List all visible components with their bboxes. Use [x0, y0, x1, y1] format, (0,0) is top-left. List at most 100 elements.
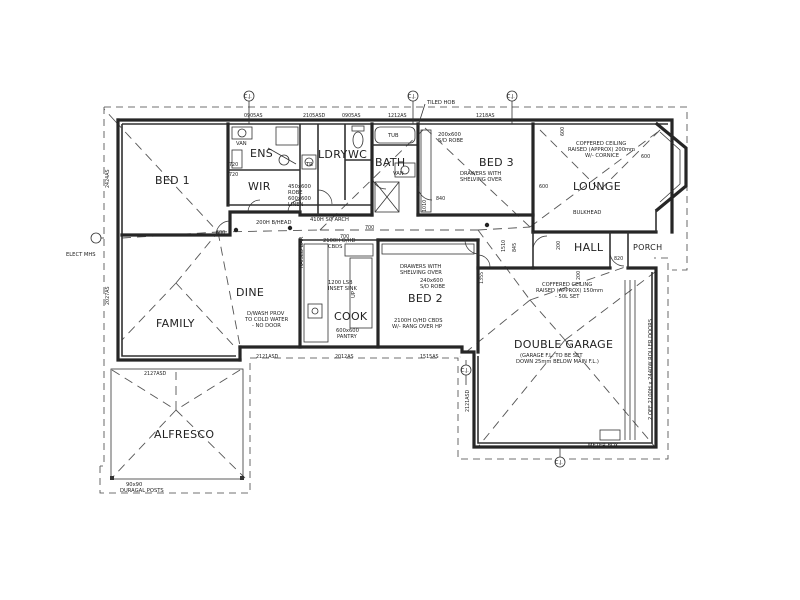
note-coffered-garage-b: RAISED (APPROX) 150mm — [536, 288, 603, 294]
note-oh-a: 2100H O/HD — [323, 238, 355, 244]
room-wc: WC — [348, 148, 367, 161]
dim-720a: 720 — [229, 162, 238, 168]
grid-marker-5 — [554, 456, 566, 468]
note-meter-box: METER BOX — [588, 443, 619, 449]
room-porch: PORCH — [633, 243, 662, 252]
note-rebate-a: 450x600 — [288, 184, 311, 190]
note-dwash-b: TO COLD WATER — [244, 317, 289, 323]
note-drawers2a: DRAWERS WITH — [400, 264, 441, 270]
note-oh-cook-a: 2100H O/HD CBDS — [394, 318, 443, 324]
dim-bot-3: 1515AS — [420, 354, 439, 360]
note-coffered-lounge-c: W/- CORNICE — [585, 153, 619, 159]
internal-walls — [120, 122, 658, 354]
note-robe2b: S/D ROBE — [420, 284, 445, 290]
dim-left-1: 2424AS — [105, 169, 111, 188]
room-family: FAMILY — [156, 317, 195, 330]
note-rebate-b: ROBE — [288, 190, 303, 196]
grid-marker-3 — [506, 90, 518, 102]
note-coffered-garage-a: COFFERED CEILING — [542, 282, 592, 288]
room-cook: COOK — [334, 310, 368, 323]
room-alfresco: ALFRESCO — [154, 428, 214, 441]
grid-marker-1-label: C.J. — [244, 94, 252, 100]
note-oh-b: CBDS — [328, 244, 342, 250]
dim-left-2: 2027AS — [105, 286, 111, 305]
note-posts-b: DURAGAL POSTS — [120, 488, 164, 494]
room-ldry: LDRY — [318, 148, 347, 161]
grid-marker-2 — [407, 90, 419, 102]
room-bed2: BED 2 — [408, 292, 443, 305]
grid-markers: C.J. C.J. C.J. C.J. C.J. — [90, 90, 566, 468]
dim-600c: 600 — [641, 154, 650, 160]
note-sink-a: 1200 LSB — [328, 280, 353, 286]
room-bath: BATH — [375, 156, 405, 169]
dim-top-5: 1218AS — [476, 113, 495, 119]
room-ens: ENS — [250, 147, 273, 160]
room-labels: BED 1 ENS WIR LDRY WC BATH BED 3 LOUNGE … — [154, 147, 662, 441]
dimensions: 0905AS 2105ASD 0905AS 1212AS 1218AS 2424… — [105, 113, 650, 412]
note-garage-fl-a: (GARAGE F.L. TO BE SET — [520, 353, 583, 359]
elect-meter-marker — [90, 232, 102, 244]
external-walls — [116, 118, 688, 449]
dim-700a: 700 — [365, 225, 374, 231]
annotation-notes: TILED HOB VAN TUB VAN TR 200x600 S/D ROB… — [66, 100, 654, 494]
dim-600b: 600 — [539, 184, 548, 190]
grid-marker-5-label: C.J. — [555, 460, 563, 466]
dim-845: 845 — [512, 243, 518, 252]
note-van-ens: VAN — [236, 141, 247, 147]
note-roller-doors: 2 OFF 2100H x 2440W ROLLER DOORS — [648, 319, 654, 420]
note-linen-a: 600x600 — [288, 196, 311, 202]
note-robe2a: 240x600 — [420, 278, 443, 284]
room-hall: HALL — [574, 241, 604, 254]
note-van-bath: VAN — [393, 171, 404, 177]
dim-1010: 1010 — [422, 200, 428, 212]
note-pantry-a: 600x600 — [336, 328, 359, 334]
dim-600: 600 — [216, 230, 225, 236]
dim-top-1: 0905AS — [244, 113, 263, 119]
note-coffered-garage-c: - 50L SET — [555, 294, 580, 300]
grid-marker-4-label: C.J. — [461, 368, 469, 374]
dim-700b: 700 — [340, 234, 349, 240]
dim-garage: 2121ASD — [465, 389, 471, 412]
dim-720b: 720 — [229, 172, 238, 178]
note-linen-b: LINEN — [288, 202, 304, 208]
dim-200a: 200 — [556, 241, 562, 250]
roof-outline — [99, 106, 688, 494]
dim-top-2: 2105ASD — [303, 113, 326, 119]
note-dwash-c: - NO DOOR — [252, 323, 281, 329]
note-pantry-b: PANTRY — [337, 334, 358, 340]
note-drawers2b: SHELVING OVER — [400, 270, 442, 276]
note-tiled-hob: TILED HOB — [426, 100, 455, 106]
note-tr: TR — [305, 162, 313, 168]
note-robe3: 200x600 — [438, 132, 461, 138]
room-wir: WIR — [248, 180, 271, 193]
note-elect: ELECT MHS — [66, 252, 96, 258]
note-posts-a: 90x90 — [126, 482, 142, 488]
dim-820: 820 — [614, 256, 623, 262]
note-oh-cook-b: W/- RANG OVER HP — [392, 324, 442, 330]
dim-bot-1: 2121ASD — [256, 354, 279, 360]
grid-marker-1 — [243, 90, 255, 102]
note-coffered-lounge-b: RAISED (APPROX) 200mm — [568, 147, 635, 153]
note-bulkhead: BULKHEAD — [573, 210, 601, 216]
dim-1510: 1510 — [501, 240, 507, 252]
note-tub: TUB — [387, 133, 399, 139]
note-sink-b: INSET SINK — [328, 286, 358, 292]
doors — [215, 174, 625, 268]
note-dwash-a: D/WASH PROV — [247, 311, 285, 317]
grid-marker-4 — [460, 364, 472, 376]
room-garage: DOUBLE GARAGE — [514, 338, 613, 351]
dim-840: 840 — [436, 196, 445, 202]
room-lounge: LOUNGE — [573, 180, 621, 193]
post — [240, 476, 244, 480]
note-garage-fl-b: DOWN 25mm BELOW MAIN F.L.) — [516, 359, 599, 365]
dim-top-3: 0905AS — [342, 113, 361, 119]
note-bhead: 200H B/HEAD — [256, 220, 291, 226]
room-bed1: BED 1 — [155, 174, 190, 187]
dim-top-4: 1212AS — [388, 113, 407, 119]
note-drawers3a: DRAWERS WITH — [460, 171, 501, 177]
note-coffered-lounge-a: COFFERED CEILING — [576, 141, 626, 147]
dim-200b: 200 — [576, 271, 582, 280]
dim-1355: 1355 — [479, 272, 485, 284]
room-bed3: BED 3 — [479, 156, 514, 169]
